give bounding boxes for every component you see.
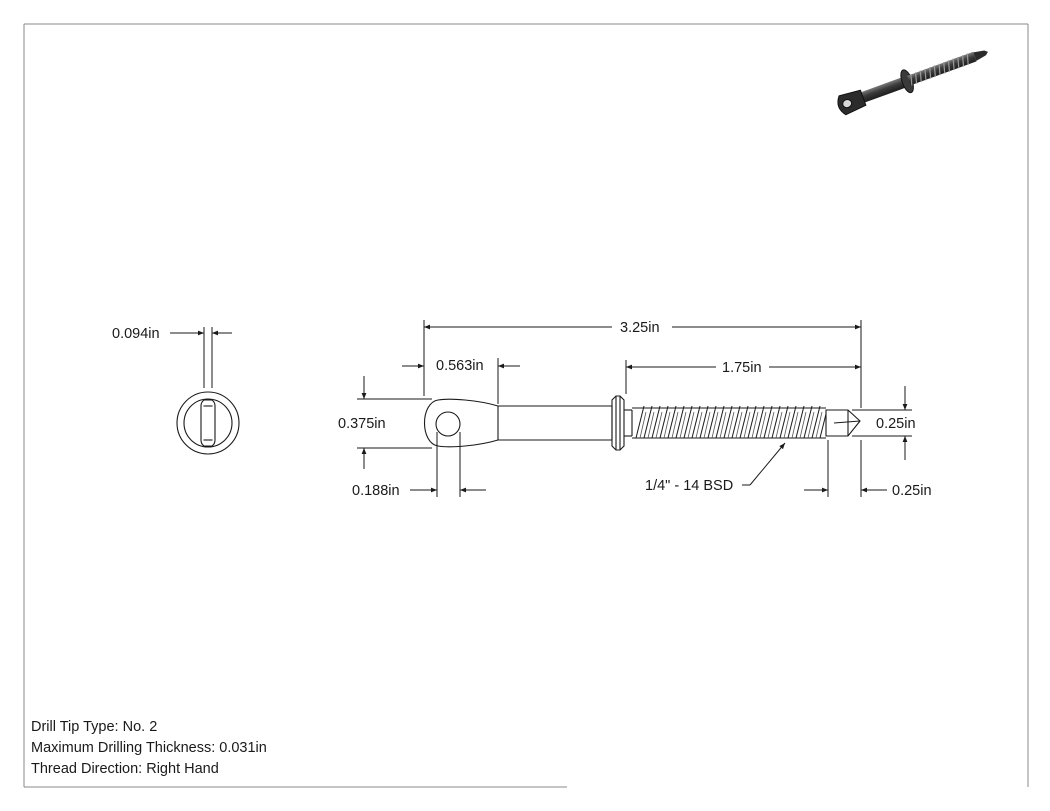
eyelet-head [424,398,499,448]
dimension-head-width [357,376,432,469]
dimension-tip-width [852,386,912,460]
eyelet-hole [435,411,461,437]
drawing-frame [23,23,1029,788]
drill-tip [825,409,861,437]
dim-tip-width-label: 0.25in [876,416,916,432]
dim-head-width-label: 0.375in [338,416,386,432]
isometric-render [837,50,988,116]
dimension-hole-diameter [410,432,486,497]
dim-thread-length-label: 1.75in [722,360,762,376]
thread-lines [635,405,827,439]
thread-callout-leader [742,442,786,486]
dimension-overall-length [423,320,862,408]
note-thread-direction: Thread Direction: Right Hand [31,761,219,777]
note-max-drilling-thickness: Maximum Drilling Thickness: 0.031in [31,740,267,756]
thread-callout-label: 1/4" - 14 BSD [645,478,733,494]
end-view [176,391,240,455]
dim-slot-width-label: 0.094in [112,326,160,342]
dim-hole-diameter-label: 0.188in [352,483,400,499]
dimension-head-length [402,358,520,404]
dimension-tip-length [804,440,887,497]
dim-tip-length-label: 0.25in [892,483,932,499]
side-view-part [424,395,861,451]
dim-overall-length-label: 3.25in [620,320,660,336]
note-drill-tip-type: Drill Tip Type: No. 2 [31,719,158,735]
dimension-thread-length [625,360,861,394]
dim-head-length-label: 0.563in [436,358,484,374]
dimension-slot-width [170,327,232,388]
